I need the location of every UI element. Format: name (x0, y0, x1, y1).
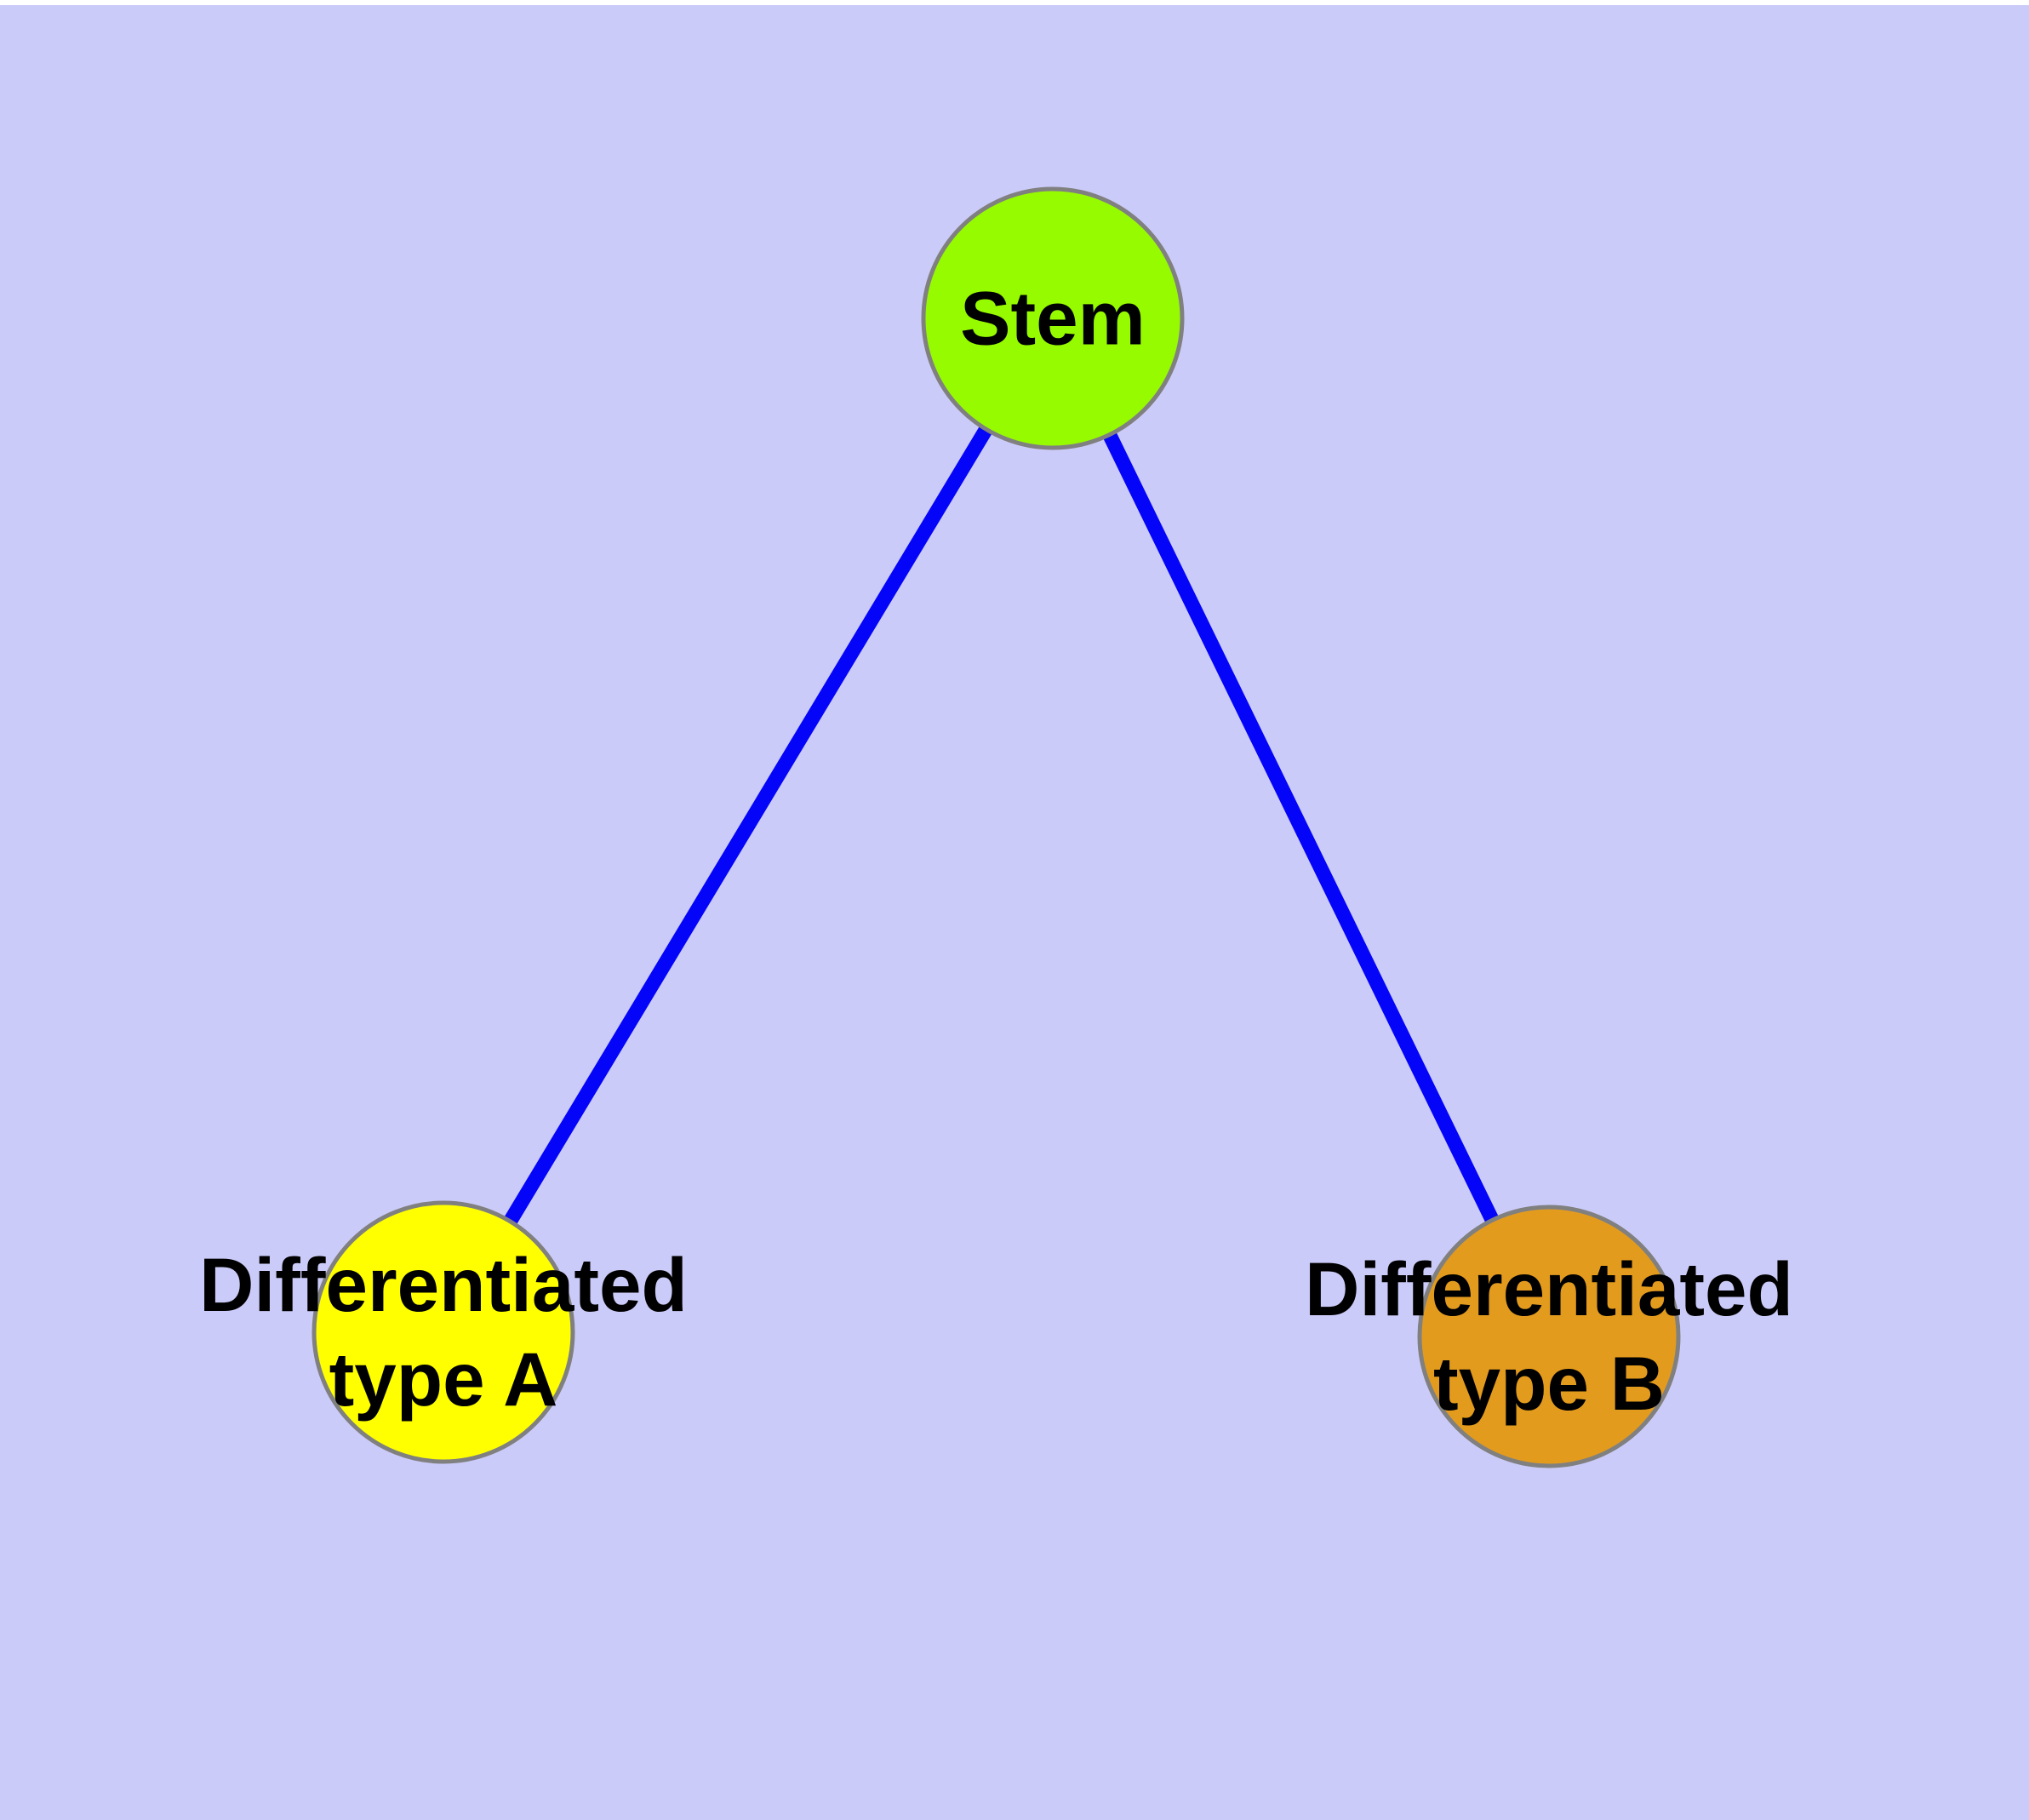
node-differentiated-type-a (311, 1200, 575, 1464)
node-differentiated-type-b (1417, 1205, 1681, 1468)
figure-top-margin (0, 0, 2029, 5)
edge-stem-to-differentiated-type-b (1046, 315, 1556, 1340)
edge-stem-to-differentiated-type-a (437, 314, 1060, 1336)
node-stem (921, 186, 1185, 450)
